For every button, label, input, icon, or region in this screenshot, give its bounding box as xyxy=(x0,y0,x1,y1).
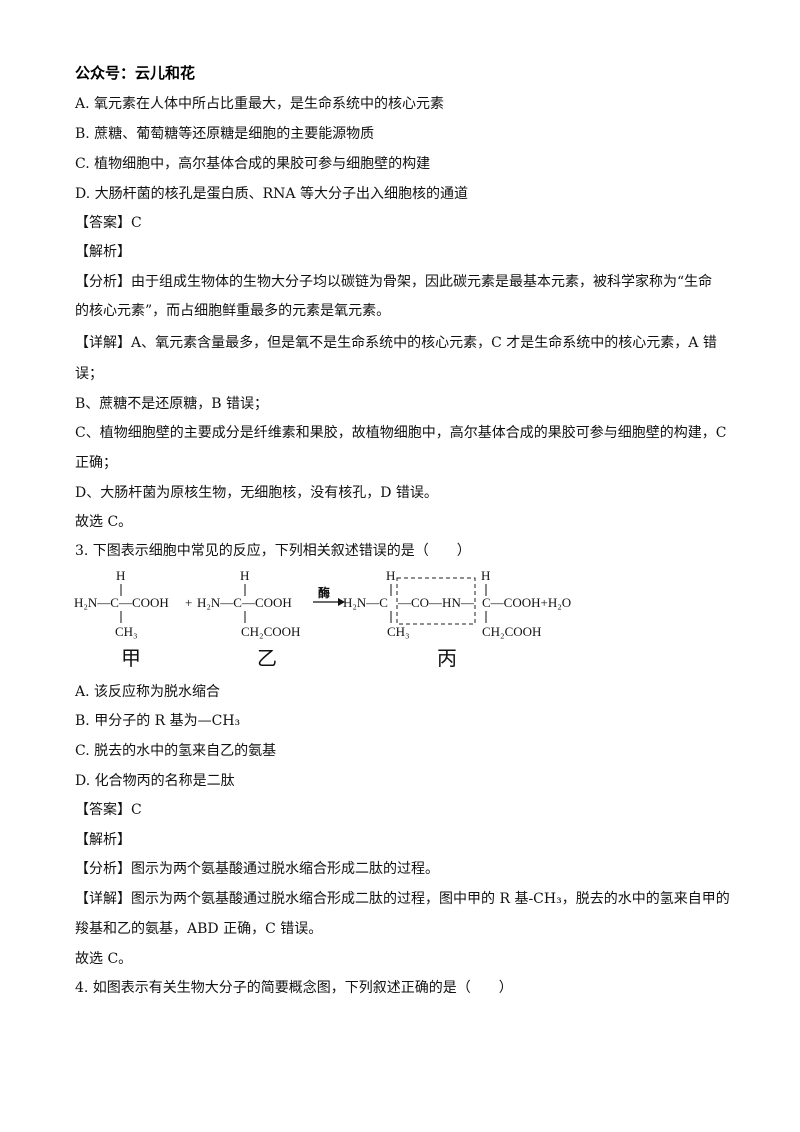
q2-analysis-line: 正确； xyxy=(75,455,117,471)
q3-option-a: A. 该反应称为脱水缩合 xyxy=(75,684,221,700)
q3-analysis-heading: 【解析】 xyxy=(75,832,131,848)
q2-analysis-line: 的核心元素”，而占细胞鲜重最多的元素是氧元素。 xyxy=(75,303,391,319)
q3-stem: 3. 下图表示细胞中常见的反应，下列相关叙述错误的是（ ） xyxy=(75,543,471,559)
q3-analysis-line: 故选 C。 xyxy=(75,951,133,967)
q4-stem: 4. 如图表示有关生物大分子的简要概念图，下列叙述正确的是（ ） xyxy=(75,980,513,996)
q2-analysis-line: 误； xyxy=(75,366,103,382)
q2-analysis-line: C、植物细胞壁的主要成分是纤维素和果胶，故植物细胞中，高尔基体合成的果胶可参与细… xyxy=(75,425,727,441)
q2-option-c: C. 植物细胞中，高尔基体合成的果胶可参与细胞壁的构建 xyxy=(75,156,431,172)
q3-analysis-line: 【分析】图示为两个氨基酸通过脱水缩合形成二肽的过程。 xyxy=(75,861,439,877)
q2-analysis-line: D、大肠杆菌为原核生物，无细胞核，没有核孔，D 错误。 xyxy=(75,485,438,501)
label-yi: 乙 xyxy=(257,646,277,670)
product-right: C—COOH+H₂O xyxy=(482,595,571,610)
peptide-bond: —CO—HN— xyxy=(397,595,475,610)
q3-analysis-line: 【详解】图示为两个氨基酸通过脱水缩合形成二肽的过程，图中甲的 R 基-CH₃，脱… xyxy=(75,891,730,907)
q2-analysis-line: 【分析】由于组成生物体的生物大分子均以碳链为骨架，因此碳元素是最基本元素，被科学… xyxy=(75,274,713,290)
peptide-bond-box xyxy=(396,577,476,625)
mol2-main: H₂N—C—COOH xyxy=(197,595,292,610)
q3-option-b: B. 甲分子的 R 基为—CH₃ xyxy=(75,713,241,729)
brand-header: 公众号：云儿和花 xyxy=(75,64,196,82)
enzyme-label: 酶 xyxy=(318,585,330,600)
arrow-head xyxy=(338,598,345,606)
q2-analysis-line: B、蔗糖不是还原糖，B 错误； xyxy=(75,396,269,412)
r-group-jia: CH₃ xyxy=(115,624,138,639)
product-left: H₂N—C xyxy=(343,595,388,610)
q2-option-a: A. 氧元素在人体中所占比重最大，是生命系统中的核心元素 xyxy=(75,96,445,112)
q2-option-d: D. 大肠杆菌的核孔是蛋白质、RNA 等大分子出入细胞核的通道 xyxy=(75,186,468,202)
label-jia: 甲 xyxy=(121,646,141,670)
plus-sign: + xyxy=(185,595,192,610)
h-top-2: H xyxy=(240,568,249,583)
q2-analysis-line: 【详解】A、氧元素含量最多，但是氧不是生命系统中的核心元素，C 才是生命系统中的… xyxy=(75,335,717,351)
h-top-1: H xyxy=(116,568,125,583)
q3-analysis-line: 羧基和乙的氨基，ABD 正确，C 错误。 xyxy=(75,921,323,937)
r-group-yi: CH₂COOH xyxy=(241,624,300,639)
r-group-bing-2: CH₂COOH xyxy=(482,624,541,639)
q2-analysis-heading: 【解析】 xyxy=(75,244,131,260)
mol1-main: H₂N—C—COOH xyxy=(74,595,169,610)
q2-answer: 【答案】C xyxy=(75,215,142,231)
q2-analysis-line: 故选 C。 xyxy=(75,514,133,530)
q3-option-d: D. 化合物丙的名称是二肽 xyxy=(75,773,235,789)
h-top-4: H xyxy=(481,568,490,583)
r-group-bing-1: CH₃ xyxy=(387,624,410,639)
label-bing: 丙 xyxy=(437,646,457,670)
q3-option-c: C. 脱去的水中的氢来自乙的氨基 xyxy=(75,743,277,759)
q3-answer: 【答案】C xyxy=(75,802,142,818)
h-top-3: H xyxy=(386,568,395,583)
q2-option-b: B. 蔗糖、葡萄糖等还原糖是细胞的主要能源物质 xyxy=(75,126,375,142)
